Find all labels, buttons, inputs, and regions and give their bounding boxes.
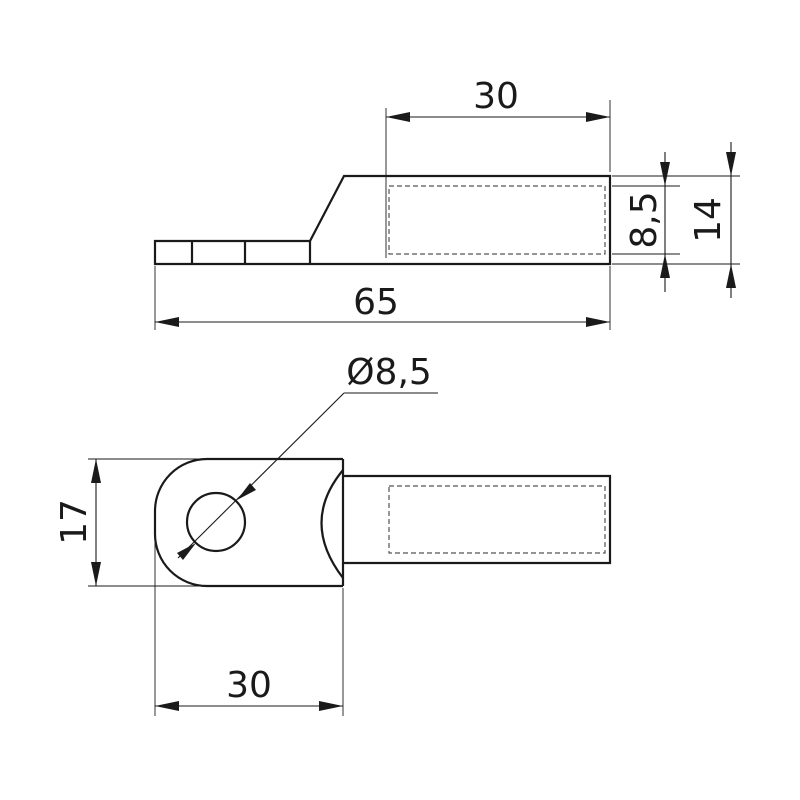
dimension-label-barrel-height: 14 [688,197,729,243]
palm-outline [153,457,343,588]
top-view-hidden-bore [388,485,606,554]
dimension-width: 17 [54,458,205,587]
dimension-label-bore-height: 8,5 [624,191,665,248]
side-view: 30 65 8,5 14 [153,76,740,330]
lug-hole [185,491,247,553]
dimension-total-length: 65 [154,266,611,330]
dimension-bore-height: 8,5 [612,152,680,292]
dimension-hole-diameter: Ø8,5 [177,352,438,560]
side-view-outline [153,174,612,266]
dimension-barrel-height: 14 [612,142,740,298]
transition-curve [320,469,344,579]
barrel-outline [341,459,612,586]
side-view-hidden-bore [388,185,606,255]
dimension-label-total-length: 65 [353,282,399,323]
dimension-label-palm-length: 30 [226,665,272,706]
dimension-label-hole-diameter: Ø8,5 [346,352,432,393]
top-view: Ø8,5 17 30 [54,352,612,716]
dimension-palm-length: 30 [154,540,344,716]
dimension-label-barrel-length: 30 [473,76,519,117]
dimension-barrel-length: 30 [385,76,611,258]
dimension-label-width: 17 [54,499,95,545]
